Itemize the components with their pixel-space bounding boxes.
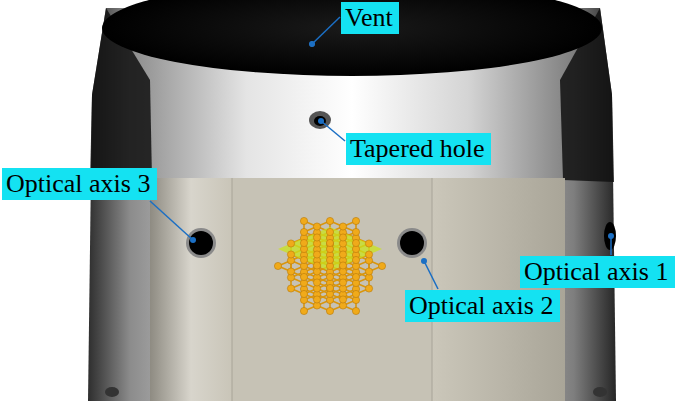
- flat-face: [150, 178, 565, 401]
- crystal-lattice: [274, 217, 385, 314]
- lattice-atom: [287, 240, 294, 247]
- lattice-atom: [365, 268, 372, 275]
- lattice-atom: [300, 217, 307, 224]
- hole-rim: [397, 228, 427, 258]
- lattice-atom: [287, 251, 294, 258]
- callout-label: Optical axis 2: [405, 290, 560, 322]
- lattice-atom: [326, 228, 333, 235]
- callout-label: Optical axis 1: [520, 256, 675, 288]
- leader-dots: [190, 41, 614, 264]
- top-face: [102, 0, 602, 76]
- lattice-atom: [339, 234, 346, 241]
- leader-dot: [309, 41, 315, 47]
- lattice-atom: [326, 217, 333, 224]
- label-text: Tapered hole: [350, 134, 485, 164]
- callout-label: Vent: [341, 2, 399, 34]
- lattice-atom: [365, 251, 372, 258]
- lattice-atom: [365, 285, 372, 292]
- leader-dot: [608, 233, 614, 239]
- lattice-atom: [287, 285, 294, 292]
- lattice-atom: [300, 273, 307, 280]
- lattice-atom: [352, 290, 359, 297]
- lattice-atom: [378, 262, 385, 269]
- leader-dot: [318, 118, 324, 124]
- lattice-atom: [352, 217, 359, 224]
- bottom-hole: [105, 387, 119, 397]
- leader-line: [424, 261, 438, 289]
- lattice-atom: [365, 240, 372, 247]
- face-edge: [232, 178, 233, 401]
- label-text: Vent: [345, 3, 393, 33]
- lattice-atom: [300, 290, 307, 297]
- lattice-atom: [313, 234, 320, 241]
- leader-line: [312, 17, 340, 44]
- leader-dot: [421, 258, 427, 264]
- lattice-atom: [326, 239, 333, 246]
- callout-label: Tapered hole: [346, 133, 491, 165]
- vent-hole: [310, 42, 315, 47]
- lattice-atom: [313, 262, 320, 269]
- lattice-atom: [339, 279, 346, 286]
- lattice-atom: [300, 307, 307, 314]
- lattice-atom: [313, 223, 320, 230]
- lattice-atom: [326, 273, 333, 280]
- lattice-atom: [339, 223, 346, 230]
- lattice-atom: [352, 307, 359, 314]
- lattice-atom: [352, 273, 359, 280]
- lattice-atom: [300, 256, 307, 263]
- lattice-atom: [339, 296, 346, 303]
- lattice-atom: [339, 262, 346, 269]
- label-text: Optical axis 3: [6, 169, 150, 199]
- lattice-atom: [326, 284, 333, 291]
- lattice-atom: [313, 296, 320, 303]
- lattice-atom: [300, 239, 307, 246]
- lattice-atom: [352, 256, 359, 263]
- label-text: Optical axis 1: [524, 257, 668, 287]
- callout-label: Optical axis 3: [2, 168, 157, 200]
- lattice-atom: [339, 251, 346, 258]
- optical-hole: [189, 231, 213, 255]
- lattice-plane: [278, 227, 382, 271]
- lattice-atom: [313, 251, 320, 258]
- flat-face-left: [150, 178, 232, 401]
- hole-rim: [186, 228, 216, 258]
- leader-line: [150, 201, 193, 240]
- lattice-atom: [352, 239, 359, 246]
- lattice-atom: [287, 268, 294, 275]
- lattice-atom: [352, 228, 359, 235]
- optical-hole: [400, 231, 424, 255]
- lattice-atom: [326, 307, 333, 314]
- leader-line: [321, 121, 345, 141]
- leader-dot: [190, 237, 196, 243]
- lattice-atom: [300, 228, 307, 235]
- label-text: Optical axis 2: [409, 291, 553, 321]
- leader-lines: [150, 17, 611, 289]
- lattice-atom: [274, 262, 281, 269]
- bottom-hole: [593, 387, 607, 397]
- lattice-atom: [313, 279, 320, 286]
- optical-hole: [604, 222, 616, 250]
- lattice-atom: [326, 256, 333, 263]
